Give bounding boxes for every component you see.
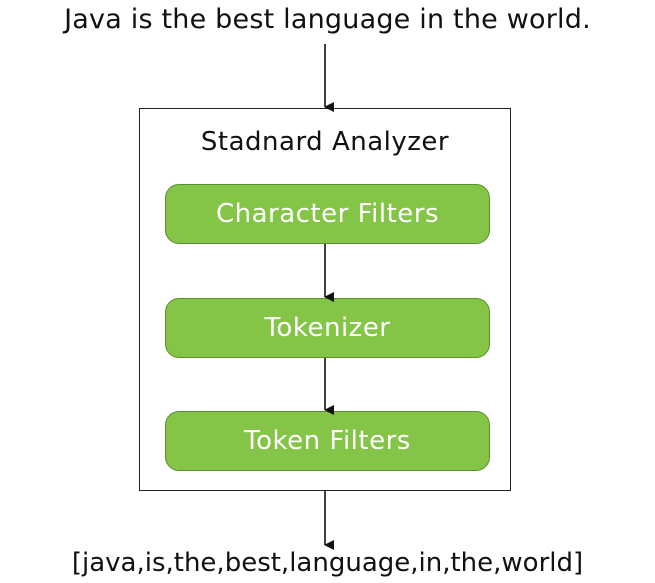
tokenizer-label: Tokenizer bbox=[264, 313, 391, 343]
analyzer-title: Stadnard Analyzer bbox=[200, 127, 450, 157]
tokenizer-stage: Tokenizer bbox=[165, 298, 490, 358]
character-filters-stage: Character Filters bbox=[165, 184, 490, 244]
character-filters-label: Character Filters bbox=[215, 199, 440, 229]
token-filters-label: Token Filters bbox=[244, 426, 411, 456]
output-tokens: [java,is,the,best,language,in,the,world] bbox=[71, 548, 584, 578]
input-sentence: Java is the best language in the world. bbox=[64, 4, 591, 35]
token-filters-stage: Token Filters bbox=[165, 411, 490, 471]
